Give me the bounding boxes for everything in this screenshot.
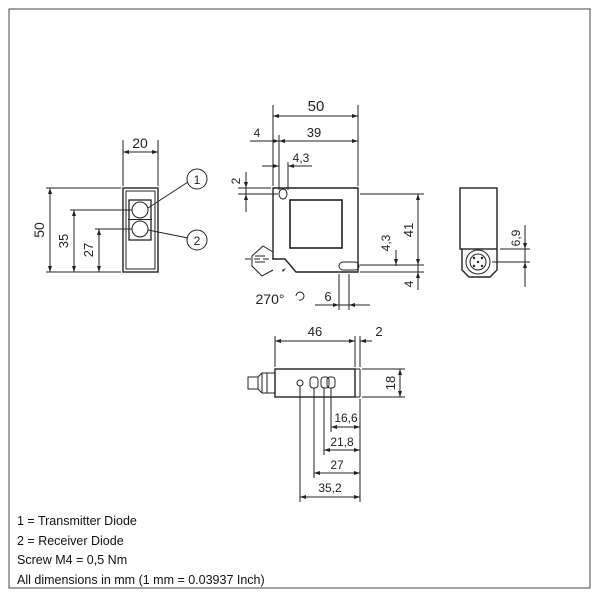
dim-bottom-width: 46 [308, 324, 322, 339]
callout-2-circle [186, 229, 208, 251]
dim-side-small-height: 2 [229, 177, 243, 184]
dim-side-height: 41 [401, 223, 416, 237]
dim-side-bottom-offset: 4 [402, 280, 416, 287]
rear-connector-outer [465, 249, 491, 275]
dim-side-small-width: 4,3 [293, 151, 310, 165]
side-view [238, 105, 424, 310]
side-connector [251, 245, 274, 277]
dim-connector-height: 6,9 [509, 229, 523, 246]
dim-front-width: 20 [132, 135, 148, 151]
dim-bottom-27: 27 [330, 458, 344, 472]
side-arrows [244, 114, 420, 307]
dim-bottom-35-2: 35,2 [318, 481, 342, 495]
callout-1-label: 1 [194, 173, 201, 187]
bottom-slot-2 [320, 376, 330, 389]
bottom-slot-3 [326, 376, 336, 389]
front-housing [122, 187, 159, 273]
rear-connector-inner [469, 253, 487, 271]
bottom-view [247, 336, 405, 502]
front-inner-edge [125, 190, 156, 270]
dim-side-inner-width: 39 [307, 125, 321, 140]
bottom-arrows [275, 339, 402, 499]
rear-connector-body [461, 249, 498, 278]
transmitter-diode [131, 201, 149, 219]
dim-side-lower-height: 4,3 [379, 234, 393, 251]
side-slot [338, 261, 360, 271]
rear-housing [459, 187, 498, 250]
legend-transmitter: 1 = Transmitter Diode [17, 514, 137, 528]
dim-front-receiver: 27 [81, 243, 96, 257]
dim-side-slot: 6 [324, 289, 331, 304]
dim-bottom-edge: 2 [375, 324, 382, 339]
bottom-mounting-hole [296, 379, 304, 387]
legend-notes: 1 = Transmitter Diode 2 = Receiver Diode… [17, 512, 265, 590]
rear-arrows [523, 243, 527, 268]
drawing-frame [8, 8, 591, 589]
bottom-housing [274, 368, 356, 398]
callout-2-label: 2 [194, 234, 201, 248]
dim-front-transmitter: 35 [56, 234, 71, 248]
dim-bottom-height: 18 [383, 376, 398, 390]
rotation-icon [295, 291, 305, 301]
legend-units: All dimensions in mm (1 mm = 0.03937 Inc… [17, 572, 265, 587]
side-mounting-hole [278, 188, 288, 200]
rear-connector-pins [472, 256, 484, 268]
bottom-connector-nut [247, 376, 259, 390]
receiver-diode [131, 220, 149, 238]
bottom-slot-1 [309, 376, 319, 389]
front-view [46, 140, 208, 273]
callout-1-circle [186, 168, 208, 190]
dim-side-width: 50 [308, 98, 325, 115]
side-lens-window [289, 199, 343, 249]
dim-bottom-16-6: 16,6 [334, 411, 358, 425]
rotation-label: 270° [256, 291, 285, 307]
front-arrows [48, 150, 158, 272]
dim-bottom-21-8: 21,8 [330, 435, 354, 449]
dim-side-offset: 4 [254, 126, 261, 140]
legend-receiver: 2 = Receiver Diode [17, 533, 124, 548]
legend-screw: Screw M4 = 0,5 Nm [17, 553, 128, 567]
dim-front-height: 50 [31, 222, 47, 238]
